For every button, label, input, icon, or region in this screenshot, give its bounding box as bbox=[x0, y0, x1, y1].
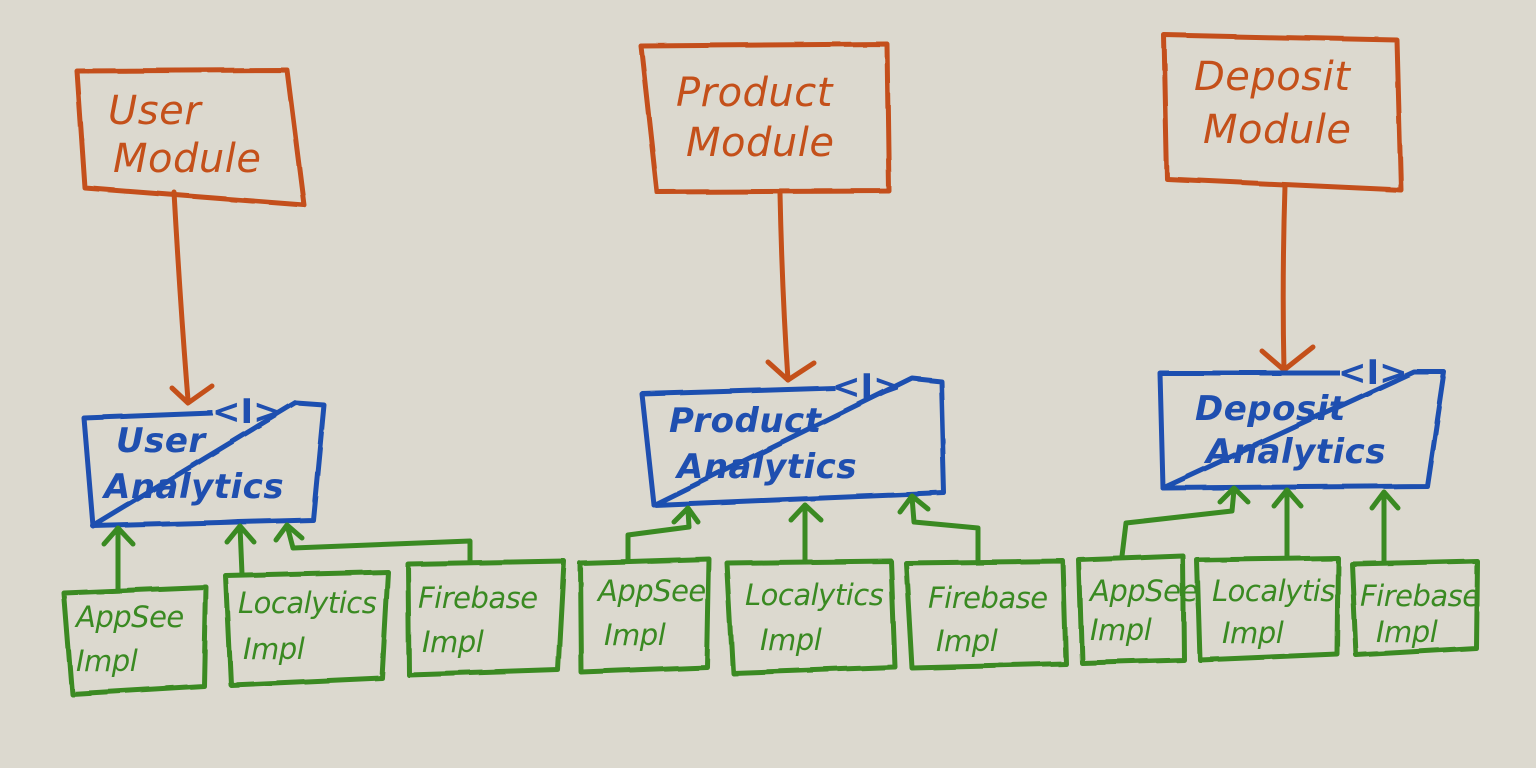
impl-box-outline bbox=[577, 556, 712, 675]
interface-box-left-edge bbox=[639, 391, 657, 508]
interface-label-line1: Deposit bbox=[1195, 389, 1347, 429]
module-box-user: User Module bbox=[74, 67, 307, 208]
arrow-firebase-icon bbox=[273, 522, 473, 565]
impl-box-localytics-user: Localytics Impl bbox=[223, 569, 391, 688]
impl-box-firebase-deposit: Firebase Impl bbox=[1349, 558, 1480, 658]
impl-label-line2: Impl bbox=[1222, 616, 1284, 650]
group-deposit: Deposit Module <I> Deposit Analytics App… bbox=[1076, 32, 1480, 666]
realization-arrows-product bbox=[625, 493, 981, 565]
arrow-localytics-icon bbox=[224, 523, 257, 577]
dependency-arrow-deposit bbox=[1259, 183, 1316, 373]
arrow-head-icon bbox=[169, 383, 215, 406]
impl-box-outline bbox=[223, 569, 391, 688]
dependency-arrow-user bbox=[169, 189, 215, 406]
realization-arrows-deposit bbox=[1119, 485, 1401, 565]
impl-box-firebase-product: Firebase Impl bbox=[903, 558, 1069, 671]
interface-box-outline bbox=[83, 400, 327, 529]
arrow-localytics-icon bbox=[1271, 487, 1304, 561]
group-user: User Module <I> User Analytics AppSee Im… bbox=[61, 67, 567, 697]
arrow-shaft bbox=[777, 190, 791, 383]
impl-box-appsee-product: AppSee Impl bbox=[577, 556, 712, 675]
impl-label-line1: Firebase bbox=[1360, 579, 1480, 613]
impl-label-line1: Localytics bbox=[238, 586, 377, 620]
module-label-line1: Product bbox=[676, 70, 834, 116]
impl-label-line1: AppSee bbox=[1088, 574, 1198, 608]
impl-label-line2: Impl bbox=[936, 624, 998, 658]
module-label-line2: Module bbox=[1203, 107, 1351, 153]
interface-label-line2: Analytics bbox=[674, 447, 857, 487]
module-label-line1: Deposit bbox=[1194, 54, 1351, 100]
interface-label-line1: Product bbox=[669, 401, 823, 441]
impl-label-line2: Impl bbox=[76, 644, 138, 678]
impl-label-line1: Firebase bbox=[928, 581, 1048, 615]
interface-box-user: <I> User Analytics bbox=[81, 392, 327, 529]
impl-box-outline bbox=[61, 584, 209, 697]
interface-marker-icon: <I> bbox=[832, 367, 902, 407]
module-box-outline bbox=[1161, 32, 1404, 193]
module-box-deposit: Deposit Module bbox=[1161, 32, 1404, 193]
impl-box-appsee-user: AppSee Impl bbox=[61, 584, 209, 697]
impl-box-outline bbox=[1349, 558, 1480, 658]
impl-box-outline bbox=[1076, 553, 1187, 666]
impl-box-appsee-deposit: AppSee Impl bbox=[1076, 553, 1198, 666]
interface-box-outline bbox=[641, 375, 947, 508]
impl-label-line2: Impl bbox=[604, 618, 666, 652]
impl-box-firebase-user: Firebase Impl bbox=[405, 558, 567, 678]
module-box-outline bbox=[74, 67, 307, 208]
arrow-appsee-icon bbox=[101, 525, 136, 593]
impl-label-line1: Localytis bbox=[1212, 574, 1335, 608]
interface-box-deposit: <I> Deposit Analytics bbox=[1157, 353, 1447, 491]
interface-box-left-edge bbox=[81, 415, 96, 529]
interface-label-line2: Analytics bbox=[101, 467, 284, 507]
arrow-firebase-icon bbox=[1369, 489, 1401, 565]
group-product: Product Module <I> Product Analytics App… bbox=[577, 41, 1069, 676]
interface-marker-icon: <I> bbox=[212, 392, 282, 432]
arrow-head-icon bbox=[765, 359, 817, 383]
dependency-arrow-product bbox=[765, 190, 817, 383]
interface-label-line1: User bbox=[116, 421, 207, 461]
arrow-appsee-icon bbox=[625, 505, 701, 563]
arrow-appsee-icon bbox=[1119, 485, 1251, 559]
module-label-line1: User bbox=[108, 88, 203, 134]
module-box-outline bbox=[638, 41, 892, 195]
impl-label-line2: Impl bbox=[1376, 615, 1438, 649]
impl-label-line1: AppSee bbox=[596, 574, 706, 608]
impl-label-line1: Firebase bbox=[418, 581, 538, 615]
impl-box-outline bbox=[1194, 555, 1341, 663]
module-label-line2: Module bbox=[113, 136, 261, 182]
impl-box-outline bbox=[405, 558, 567, 678]
impl-box-outline bbox=[724, 558, 898, 676]
arrow-head-icon bbox=[1259, 344, 1316, 373]
realization-arrows-user bbox=[101, 522, 473, 593]
impl-box-localytics-deposit: Localytis Impl bbox=[1194, 555, 1341, 663]
impl-label-line2: Impl bbox=[1090, 613, 1152, 647]
module-box-product: Product Module bbox=[638, 41, 892, 195]
interface-box-product: <I> Product Analytics bbox=[639, 367, 947, 508]
arrow-shaft bbox=[1280, 183, 1288, 373]
impl-box-outline bbox=[903, 558, 1069, 671]
arrow-shaft bbox=[171, 189, 191, 403]
arrow-localytics-icon bbox=[788, 502, 824, 563]
module-label-line2: Module bbox=[686, 120, 834, 166]
impl-box-localytics-product: Localytics Impl bbox=[724, 558, 898, 676]
impl-label-line2: Impl bbox=[422, 625, 484, 659]
impl-label-line2: Impl bbox=[243, 632, 305, 666]
interface-box-left-edge bbox=[1157, 370, 1166, 491]
impl-label-line2: Impl bbox=[760, 623, 822, 657]
arrow-firebase-icon bbox=[897, 493, 981, 565]
interface-marker-icon: <I> bbox=[1338, 353, 1408, 393]
interface-label-line2: Analytics bbox=[1203, 432, 1386, 472]
impl-label-line1: AppSee bbox=[74, 600, 184, 634]
interface-box-outline bbox=[1160, 369, 1447, 491]
impl-label-line1: Localytics bbox=[745, 578, 884, 612]
